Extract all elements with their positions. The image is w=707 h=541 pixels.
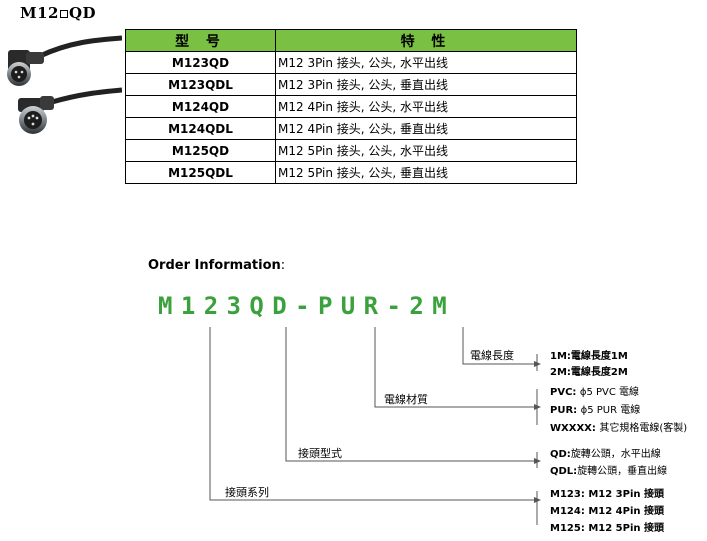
option-wxxxx: WXXXX: 其它規格電線(客製) [550,423,688,434]
feature-cell: M12 4Pin 接头, 公头, 水平出线 [275,95,577,118]
group-label-connector-type: 接頭型式 [298,447,342,460]
option-m124: M124: M12 4Pin 接頭 [550,506,664,517]
column-header-feature: 特 性 [275,29,577,52]
option-2m: 2M:電線長度2M [550,367,628,378]
model-cell: M125QDL [125,161,276,184]
group-label-cable-length: 電線長度 [470,349,514,362]
option-1m: 1M:電線長度1M [550,351,628,362]
column-header-model: 型 号 [125,29,276,52]
order-code: M123QD-PUR-2M [158,292,456,320]
feature-cell: M12 3Pin 接头, 公头, 水平出线 [275,51,577,74]
option-pur: PUR: ϕ5 PUR 電線 [550,405,641,416]
group-label-cable-material: 電線材質 [384,393,428,406]
table-header-row: 型 号 特 性 [125,29,577,52]
option-qdl: QDL:旋轉公頭，垂直出線 [550,466,668,477]
group-label-connector-series: 接頭系列 [225,486,269,499]
option-m123: M123: M12 3Pin 接頭 [550,489,664,500]
option-pvc: PVC: ϕ5 PVC 電線 [550,387,640,398]
square-symbol [59,9,68,18]
connector-photo [7,35,122,134]
order-information-heading: Order Information: [148,258,286,273]
model-cell: M123QDL [125,73,276,96]
option-qd: QD:旋轉公頭，水平出線 [550,449,661,460]
feature-cell: M12 5Pin 接头, 公头, 水平出线 [275,139,577,162]
feature-cell: M12 5Pin 接头, 公头, 垂直出线 [275,161,577,184]
option-m125: M125: M12 5Pin 接頭 [550,523,664,534]
